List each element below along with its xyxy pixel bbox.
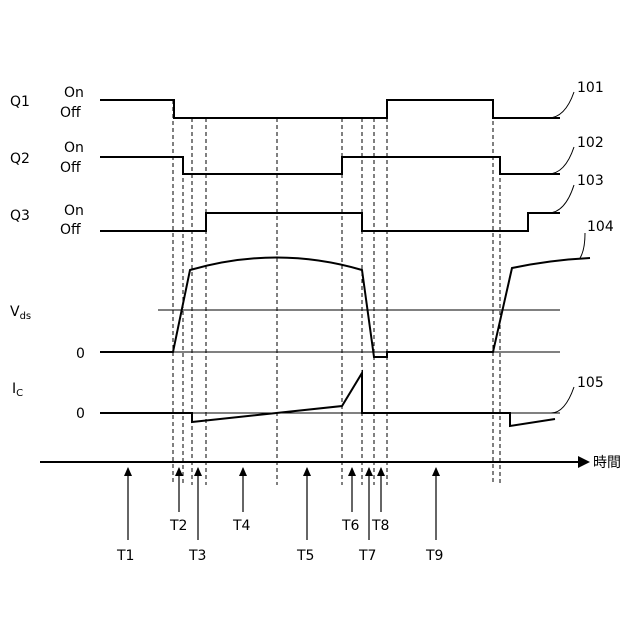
leader-104 [580,233,585,258]
q3-label: Q3 [10,208,30,224]
time-marker-t7: T7 [358,548,376,564]
q2-off-label: Off [60,160,81,176]
time-marker-t8: T8 [371,518,389,534]
q3-off-label: Off [60,222,81,238]
time-marker-t6: T6 [341,518,360,534]
q1-off-label: Off [60,105,81,121]
ic-waveform [100,373,555,426]
leader-105 [551,387,574,413]
ref-102: 102 [577,135,604,151]
q1-label: Q1 [10,94,30,110]
ic-label-subscript: C [16,388,23,399]
ref-101: 101 [577,80,604,96]
time-marker-t9: T9 [425,548,443,564]
ic-zero-label: 0 [76,406,85,422]
time-axis-arrowhead-icon [578,456,590,468]
ic-label: IC [12,381,23,399]
leader-101 [548,92,574,118]
q2-on-label: On [64,140,84,156]
time-marker-t2: T2 [169,518,187,534]
vds-zero-label: 0 [76,346,85,362]
time-marker-t3: T3 [188,548,206,564]
leader-103 [548,185,574,213]
time-marker-t5: T5 [296,548,314,564]
q1-on-label: On [64,85,84,101]
q2-waveform [100,157,560,174]
vds-waveform [100,258,590,358]
q1-waveform [100,100,560,118]
vds-label-main: V [10,304,20,320]
leader-102 [548,147,574,174]
time-axis-label: 時間 [593,455,621,471]
q3-on-label: On [64,203,84,219]
ref-103: 103 [577,173,604,189]
q3-waveform [100,213,560,231]
time-marker-t1: T1 [116,548,134,564]
vds-label-subscript: ds [20,311,32,322]
vds-label: Vds [10,304,31,322]
ref-104: 104 [587,219,614,235]
ref-105: 105 [577,375,604,391]
time-marker-t4: T4 [232,518,251,534]
q2-label: Q2 [10,151,30,167]
